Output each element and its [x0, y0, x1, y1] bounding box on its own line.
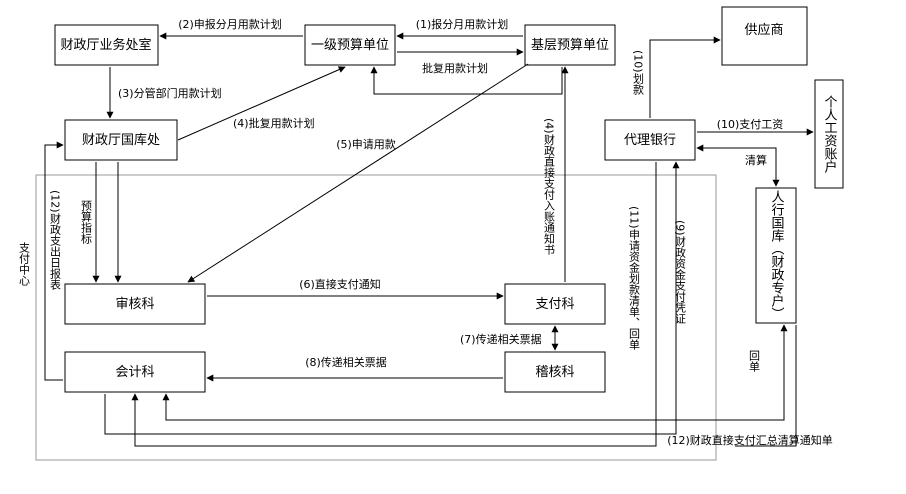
label-grassroots-unit: 基层预算单位 [531, 38, 609, 53]
payment-center-region [35, 174, 717, 461]
label-agent-bank: 代理银行 [624, 133, 676, 148]
label-review-section: 审核科 [115, 297, 154, 312]
node-accounting-section: 会计科 [64, 351, 206, 393]
edge-e5: (5)申请用款 [187, 63, 529, 283]
label-payment-center: 支付中心 [18, 242, 31, 286]
label-edge-e1: (1)报分月用款计划 [416, 17, 509, 31]
label-payment-section: 支付科 [535, 297, 574, 312]
edge-e1: (1)报分月用款计划 [396, 17, 523, 40]
edge-approve: 批复用款计划 [370, 61, 563, 95]
node-first-level-unit: 一级预算单位 [304, 24, 396, 66]
label-edge-e2: (2)申报分月用款计划 [178, 17, 282, 31]
edge-receipt: 回单 [162, 324, 788, 421]
edge-e6: (6)直接支付通知 [207, 277, 504, 300]
node-payment-section: 支付科 [504, 283, 606, 325]
edge-e12: (12)财政直接支付汇总清算通知单 [667, 325, 833, 447]
label-treasury-office: 财政厅国库处 [82, 132, 160, 148]
edge-e12b: (12)财政支出日报表 [44, 141, 64, 381]
node-finance-business-office: 财政厅业务处室 [54, 24, 159, 66]
label-edge-quota: 预算指标 [80, 200, 93, 245]
label-edge-e7: (7)传递相关票据 [460, 332, 542, 346]
label-edge-receipt: 回单 [748, 350, 761, 372]
node-personal-salary-account: 个人工资账户 [814, 79, 844, 189]
edge-e7: (7)传递相关票据 [460, 325, 559, 351]
node-agent-bank: 代理银行 [604, 119, 696, 161]
label-edge-e3: (3)分管部门用款计划 [118, 86, 222, 100]
node-review-section: 审核科 [64, 283, 206, 325]
label-edge-e10b: (10)划款 [632, 50, 645, 95]
label-edge-e8: (8)传递相关票据 [305, 355, 387, 369]
label-first-level-unit: 一级预算单位 [311, 38, 389, 53]
label-edge-e5: (5)申请用款 [336, 137, 396, 151]
node-pbc-treasury: 人行国库（财政专户） [755, 187, 797, 324]
edge-e11: (11)申请资金划款清单、回单 [131, 162, 657, 447]
label-edge-approve: 批复用款计划 [422, 61, 488, 75]
edge-clear: 清算 [696, 144, 780, 187]
edge-e10b: (10)划款 [632, 36, 721, 118]
edge-e9: (9)财政资金支付凭证 [104, 161, 687, 435]
label-edge-e9: (9)财政资金支付凭证 [674, 220, 687, 324]
edge-e4: (4)批复用款计划 [177, 66, 346, 141]
label-supplier: 供应商 [744, 22, 783, 38]
label-personal-salary-account: 个人工资账户 [822, 95, 838, 174]
label-audit-section: 稽核科 [535, 365, 574, 380]
edge-e2: (2)申报分月用款计划 [159, 17, 303, 40]
node-supplier: 供应商 [721, 6, 808, 66]
label-edge-e12b: (12)财政支出日报表 [49, 190, 62, 290]
edge-e10: (10)支付工资 [697, 118, 814, 136]
node-treasury-office: 财政厅国库处 [64, 119, 178, 161]
label-edge-clear: 清算 [745, 153, 767, 167]
label-edge-e10: (10)支付工资 [717, 118, 784, 131]
label-edge-e6: (6)直接支付通知 [299, 277, 381, 291]
node-grassroots-unit: 基层预算单位 [524, 24, 616, 66]
edge-notice: (4)财政直接支付入账通知书 [543, 66, 569, 282]
label-pbc-treasury: 人行国库（财政专户） [769, 190, 785, 320]
edge-e3: (3)分管部门用款计划 [106, 67, 222, 119]
edge-quota-2: 预算指标 [80, 162, 122, 283]
label-edge-e4: (4)批复用款计划 [233, 116, 315, 130]
label-edge-e12: (12)财政直接支付汇总清算通知单 [667, 433, 833, 447]
node-audit-section: 稽核科 [504, 351, 606, 393]
label-finance-business-office: 财政厅业务处室 [60, 37, 151, 53]
label-edge-e11: (11)申请资金划款清单、回单 [628, 206, 641, 350]
edge-e8: (8)传递相关票据 [206, 355, 503, 382]
label-accounting-section: 会计科 [115, 365, 154, 380]
label-edge-notice: (4)财政直接支付入账通知书 [543, 118, 556, 255]
